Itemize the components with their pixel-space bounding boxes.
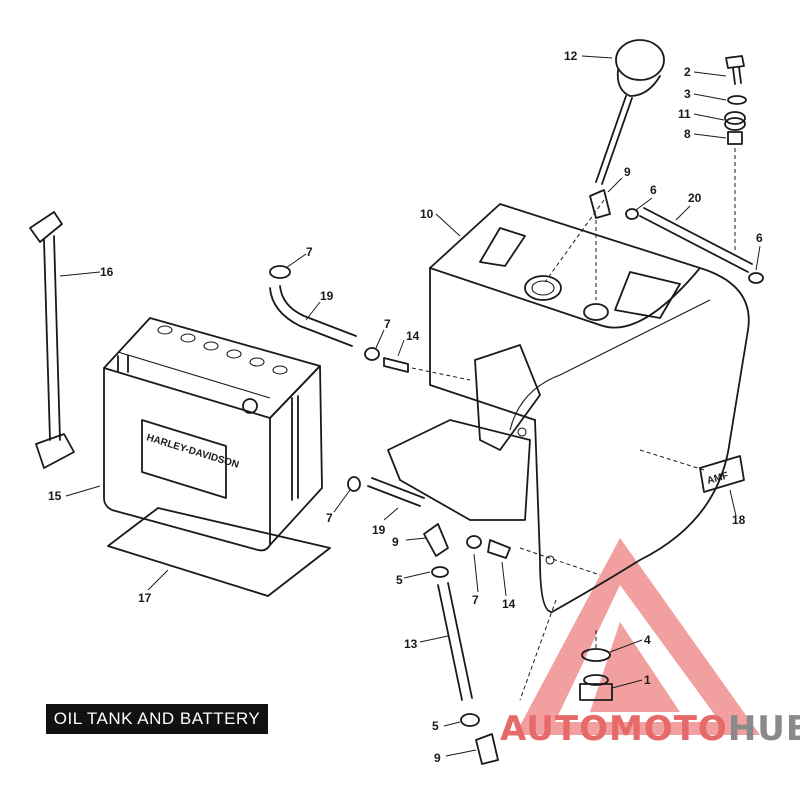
leader-lines (59, 55, 761, 757)
amf-emblem: AMF (699, 455, 745, 493)
clamps-and-fittings (269, 189, 764, 765)
bolt-stack (724, 55, 747, 145)
callout-4: 4 (644, 633, 651, 647)
callout-14-top: 14 (406, 329, 420, 343)
callout-15: 15 (48, 489, 62, 503)
hoses (269, 207, 753, 701)
watermark-automoto: AUTOMOTO (500, 709, 728, 749)
callout-7-bottom: 7 (472, 593, 479, 607)
callout-9-top: 9 (624, 165, 631, 179)
callout-17: 17 (138, 591, 152, 605)
callout-7-top: 7 (306, 245, 313, 259)
watermark-text-part1: AUTOMOTOHUB (500, 709, 800, 749)
callout-19-bottom: 19 (372, 523, 386, 537)
callout-2: 2 (684, 65, 691, 79)
callout-5-bottom: 5 (432, 719, 439, 733)
callout-1: 1 (644, 673, 651, 687)
watermark-hub: HUB (728, 709, 800, 749)
dipstick (595, 39, 665, 185)
callout-13: 13 (404, 637, 418, 651)
callout-5-top: 5 (396, 573, 403, 587)
battery: HARLEY-DAVIDSON (103, 317, 323, 552)
callout-11: 11 (678, 107, 691, 121)
callout-3: 3 (684, 87, 691, 101)
callout-7-left: 7 (326, 511, 333, 525)
oil-tank (387, 203, 750, 613)
callout-8: 8 (684, 127, 691, 141)
watermark-logo (515, 538, 760, 735)
callout-6-right: 6 (756, 231, 763, 245)
watermark-text: AUTOMOTOHUB (500, 709, 800, 749)
battery-strap (29, 211, 75, 469)
callout-19-top: 19 (320, 289, 334, 303)
assembly-guide-lines (411, 148, 736, 701)
callout-10: 10 (420, 207, 434, 221)
callout-6-top: 6 (650, 183, 657, 197)
callout-16: 16 (100, 265, 114, 279)
battery-mat (107, 507, 331, 597)
callout-9-mid: 9 (392, 535, 399, 549)
figure-caption: OIL TANK AND BATTERY (46, 704, 268, 734)
callout-9-bottom: 9 (434, 751, 441, 765)
callout-14-bottom: 14 (502, 597, 516, 611)
callout-18: 18 (732, 513, 746, 527)
callout-12: 12 (564, 49, 578, 63)
callout-20: 20 (688, 191, 702, 205)
callout-7-mid: 7 (384, 317, 391, 331)
callout-labels: 12 2 3 11 8 9 6 20 6 10 16 7 19 7 14 15 … (48, 49, 763, 765)
